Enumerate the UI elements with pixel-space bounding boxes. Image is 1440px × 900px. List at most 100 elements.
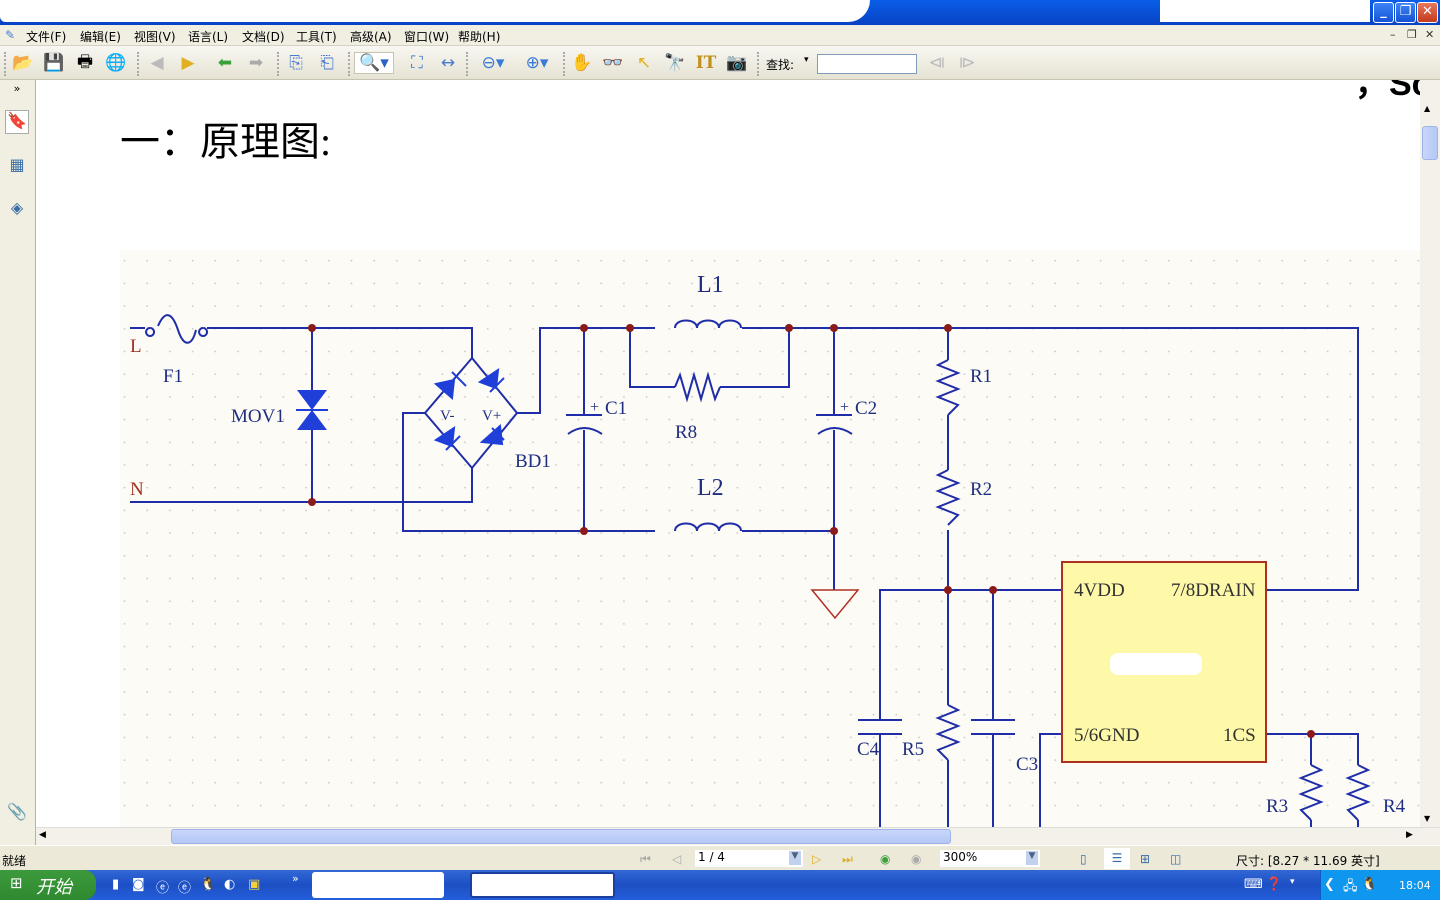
doc-restore-icon[interactable]: ❐: [1407, 28, 1417, 41]
taskbar-window-button[interactable]: [312, 872, 444, 898]
chevron-left-icon[interactable]: ❮: [1324, 877, 1335, 892]
menu-tools[interactable]: 工具(T): [296, 30, 337, 44]
find-next-button[interactable]: ⧐: [955, 52, 979, 74]
fit-page-button[interactable]: ⛶: [405, 52, 429, 74]
continuous-view-icon[interactable]: ☰: [1104, 848, 1130, 869]
single-page-view-icon[interactable]: ▯: [1080, 852, 1087, 866]
bookmarks-tab-icon[interactable]: 🔖: [5, 110, 29, 134]
chevron-down-icon[interactable]: ▼: [789, 851, 801, 865]
expand-panel-icon[interactable]: »: [13, 82, 21, 95]
tray-toggle-icon[interactable]: ▾: [1290, 877, 1295, 887]
snapshot-button[interactable]: 📷: [725, 52, 749, 74]
horizontal-scroll-thumb[interactable]: [171, 829, 951, 844]
scroll-up-icon[interactable]: ▲: [1424, 104, 1431, 113]
zoom-in-button[interactable]: ⊕▾: [518, 52, 556, 74]
search-button[interactable]: 🔭: [663, 52, 687, 74]
back-status-button[interactable]: ◉: [880, 852, 891, 866]
menu-edit[interactable]: 编辑(E): [80, 30, 121, 44]
plus-circle-icon: ⊕▾: [525, 53, 549, 73]
qq-tray-icon[interactable]: 🐧: [1361, 877, 1378, 892]
minimize-button[interactable]: _: [1373, 2, 1394, 23]
close-button[interactable]: ✕: [1417, 2, 1438, 23]
label-c1: C1: [605, 398, 627, 419]
back-button[interactable]: ⬅: [213, 52, 237, 74]
doc-close-icon[interactable]: ✕: [1425, 28, 1435, 41]
zoom-level-field[interactable]: 300%▼: [940, 850, 1040, 867]
zoom-out-button[interactable]: ⊖▾: [474, 52, 512, 74]
label-bd1: BD1: [515, 451, 551, 472]
vertical-scrollbar[interactable]: ▲ ▼: [1420, 80, 1440, 827]
menu-document[interactable]: 文档(D): [242, 30, 285, 44]
find-prev-button[interactable]: ⧏: [925, 52, 949, 74]
ie-icon[interactable]: ⓔ: [178, 881, 192, 896]
email-button[interactable]: 🌐: [104, 52, 128, 74]
rotate-cw-button[interactable]: ⎘: [284, 52, 308, 74]
clock: 18:04: [1399, 879, 1431, 892]
fit-width-button[interactable]: ↔: [436, 52, 460, 74]
show-desktop-icon[interactable]: ▮: [112, 877, 120, 892]
menu-window[interactable]: 窗口(W): [404, 30, 450, 44]
page-number-field[interactable]: 1 / 4▼: [695, 850, 803, 867]
horizontal-scrollbar[interactable]: ◀ ▶: [36, 827, 1440, 845]
continuous-facing-view-icon[interactable]: ◫: [1170, 852, 1182, 866]
thumbnails-tab-icon[interactable]: ▦: [9, 155, 25, 174]
open-button[interactable]: 📂: [11, 52, 35, 74]
chevron-down-icon[interactable]: ▼: [1026, 851, 1038, 865]
print-button[interactable]: 🖶: [73, 52, 97, 74]
save-button[interactable]: 💾: [42, 52, 66, 74]
vertical-scroll-thumb[interactable]: [1422, 126, 1438, 160]
prev-page-button[interactable]: ◀: [145, 52, 169, 74]
forward-button[interactable]: ➡: [244, 52, 268, 74]
menu-language[interactable]: 语言(L): [188, 30, 229, 44]
label-r4: R4: [1383, 796, 1406, 817]
app-icon[interactable]: ▣: [248, 877, 261, 892]
more-quicklaunch-icon[interactable]: »: [292, 872, 299, 885]
restore-button[interactable]: ❐: [1395, 2, 1416, 23]
help-icon[interactable]: ❓: [1266, 877, 1283, 892]
qq-icon[interactable]: 🐧: [200, 877, 217, 892]
last-page-button[interactable]: ⏭: [842, 852, 853, 866]
menu-advanced[interactable]: 高级(A): [350, 30, 392, 44]
layers-tab-icon[interactable]: ◈: [10, 198, 24, 217]
hand-icon: ✋: [571, 53, 593, 73]
browser-icon[interactable]: ◐: [224, 877, 236, 892]
doc-minimize-icon[interactable]: –: [1390, 28, 1396, 41]
keyboard-icon[interactable]: ⌨: [1244, 877, 1263, 892]
ic-pin-vdd: 4VDD: [1074, 580, 1125, 601]
resistor-r3: [1298, 764, 1324, 821]
menu-help[interactable]: 帮助(H): [458, 30, 501, 44]
zoom-in-tool-button[interactable]: 🔍▾: [354, 52, 394, 74]
document-view[interactable]: ，Sc 一：原理图:: [36, 80, 1420, 827]
hand-tool-button[interactable]: ✋: [570, 52, 594, 74]
quicklaunch-icon[interactable]: ◙: [132, 877, 145, 892]
rotate-ccw-button[interactable]: ⎗: [315, 52, 339, 74]
text-select-button[interactable]: IT: [694, 52, 718, 74]
reader-button[interactable]: 👓: [601, 52, 625, 74]
restore-icon: ❐: [1399, 4, 1412, 19]
next-page-status-button[interactable]: ▷: [812, 852, 822, 866]
forward-status-button[interactable]: ◉: [911, 852, 922, 866]
network-icon[interactable]: 🖧: [1343, 879, 1358, 894]
menu-file[interactable]: 文件(F): [26, 30, 67, 44]
c1-plus: +: [590, 399, 599, 416]
facing-view-icon[interactable]: ⊞: [1140, 852, 1151, 866]
attachments-tab-icon[interactable]: 📎: [7, 802, 27, 821]
fit-page-icon: ⛶: [411, 53, 423, 73]
triangle-right-icon: ▶: [181, 53, 195, 73]
scroll-down-icon[interactable]: ▼: [1424, 814, 1431, 823]
taskbar-window-button-active[interactable]: [470, 872, 615, 898]
ic-pin-gnd: 5/6GND: [1074, 725, 1139, 746]
first-page-button[interactable]: ⏮: [640, 852, 651, 866]
port-label-l: L: [130, 336, 142, 357]
ic-pin-drain: 7/8DRAIN: [1171, 580, 1256, 601]
find-input[interactable]: [817, 54, 917, 74]
select-tool-button[interactable]: ↖: [632, 52, 656, 74]
scroll-right-icon[interactable]: ▶: [1406, 830, 1413, 840]
prev-page-status-button[interactable]: ◁: [672, 852, 682, 866]
scroll-left-icon[interactable]: ◀: [39, 830, 46, 840]
menu-view[interactable]: 视图(V): [134, 30, 176, 44]
find-dropdown-icon[interactable]: ▾: [804, 55, 809, 65]
next-page-button[interactable]: ▶: [176, 52, 200, 74]
start-button[interactable]: ⊞开始: [0, 870, 96, 900]
ie-icon[interactable]: ⓔ: [156, 881, 170, 896]
